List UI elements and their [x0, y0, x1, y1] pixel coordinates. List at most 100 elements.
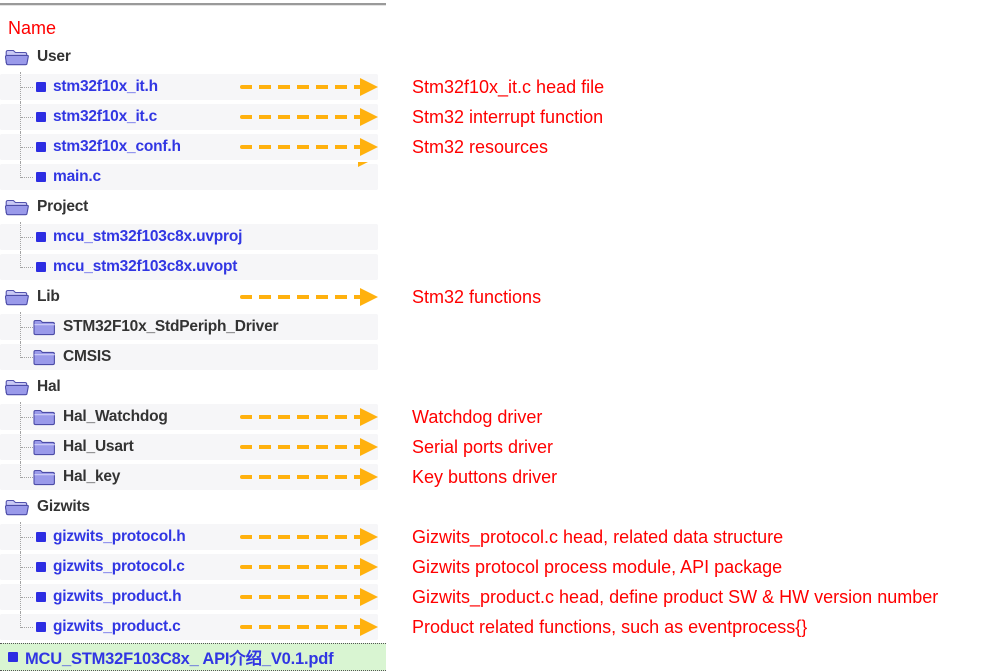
arrow-dashes — [240, 415, 362, 419]
item-label: stm32f10x_it.h — [53, 78, 158, 95]
annotation-text: Watchdog driver — [412, 406, 543, 427]
item-label: mcu_stm32f103c8x.uvproj — [53, 228, 243, 245]
dashed-arrow — [240, 462, 380, 492]
tree-item: main.c — [0, 162, 386, 192]
arrow-head — [360, 408, 378, 426]
item-label: gizwits_product.h — [53, 588, 182, 605]
tree-row-file[interactable]: gizwits_product.h — [0, 582, 386, 612]
tree-row-folder[interactable]: Hal — [0, 372, 386, 402]
folder-open-icon — [5, 289, 29, 305]
folder-open-icon — [5, 49, 29, 65]
annotation-text: Key buttons driver — [412, 466, 558, 487]
file-tree-panel: Name User stm32f10x_it.h stm32f10x_it.c … — [0, 3, 386, 671]
tree-row-folder[interactable]: Project — [0, 192, 386, 222]
file-icon — [36, 532, 46, 542]
item-label: Hal_key — [63, 468, 121, 485]
tree-row-file[interactable]: stm32f10x_conf.h — [0, 132, 386, 162]
dashed-arrow — [240, 612, 380, 642]
dashed-arrow — [240, 102, 380, 132]
tree-guide-stub — [21, 177, 33, 178]
tree-row-file[interactable]: mcu_stm32f103c8x.uvproj — [0, 222, 386, 252]
tree-guide-stub — [21, 597, 33, 598]
file-icon — [36, 262, 46, 272]
tree-row-file[interactable]: mcu_stm32f103c8x.uvopt — [0, 252, 386, 282]
tree-row-file[interactable]: gizwits_product.c — [0, 612, 386, 642]
arrow-head — [360, 108, 378, 126]
item-label: MCU_STM32F103C8x_ API介绍_V0.1.pdf — [25, 650, 334, 668]
tree-item: stm32f10x_it.h — [0, 72, 386, 102]
arrow-dashes — [240, 565, 362, 569]
item-label: Hal — [37, 378, 61, 395]
item-label: gizwits_product.c — [53, 618, 181, 635]
tree-item: Hal_Watchdog — [0, 402, 386, 432]
tree-guide-line — [20, 222, 21, 252]
tree-item: Hal_Usart — [0, 432, 386, 462]
tree-guide-stub — [21, 237, 33, 238]
folder-open-icon — [5, 199, 29, 215]
tree-guide-line — [20, 612, 21, 628]
tree-row-folder[interactable]: Lib — [0, 282, 386, 312]
tree-guide-stub — [21, 117, 33, 118]
arrow-head — [360, 288, 378, 306]
tree-item: stm32f10x_it.c — [0, 102, 386, 132]
tree-guide-stub — [21, 357, 33, 358]
tree-row-file[interactable]: stm32f10x_it.h — [0, 72, 386, 102]
row-stripe — [0, 224, 378, 250]
arrow-dashes — [240, 295, 362, 299]
dashed-arrow — [240, 552, 380, 582]
arrow-dashes — [240, 475, 362, 479]
item-label: User — [37, 48, 71, 65]
tree-row-pdf-highlighted[interactable]: MCU_STM32F103C8x_ API介绍_V0.1.pdf — [0, 642, 386, 671]
tree-row-file[interactable]: stm32f10x_it.c — [0, 102, 386, 132]
item-label: Hal_Usart — [63, 438, 134, 455]
tree-item: Gizwits — [0, 492, 386, 522]
tree-row-folder[interactable]: CMSIS — [0, 342, 386, 372]
tree-row-folder[interactable]: User — [0, 42, 386, 72]
tree-guide-stub — [21, 567, 33, 568]
item-label: gizwits_protocol.c — [53, 558, 185, 575]
arrow-head — [360, 138, 378, 156]
selection-highlight — [0, 643, 386, 671]
dashed-arrow — [240, 132, 380, 162]
tree-guide-stub — [21, 537, 33, 538]
clipped-arrow-head — [358, 162, 374, 167]
annotation-text: Stm32f10x_it.c head file — [412, 76, 605, 97]
tree-row-file[interactable]: main.c — [0, 162, 386, 192]
tree-guide-line — [20, 582, 21, 612]
file-icon — [36, 112, 46, 122]
tree-row-file[interactable]: gizwits_protocol.h — [0, 522, 386, 552]
dashed-arrow — [240, 282, 380, 312]
file-icon — [36, 592, 46, 602]
tree-row-file[interactable]: gizwits_protocol.c — [0, 552, 386, 582]
annotation-text: Gizwits_protocol.c head, related data st… — [412, 526, 784, 547]
annotation-text: Stm32 interrupt function — [412, 106, 604, 127]
tree-item: MCU_STM32F103C8x_ API介绍_V0.1.pdf — [0, 642, 386, 671]
item-label: gizwits_protocol.h — [53, 528, 186, 545]
row-stripe — [0, 254, 378, 280]
tree-item: Lib — [0, 282, 386, 312]
tree-row-folder[interactable]: Gizwits — [0, 492, 386, 522]
arrow-head — [360, 78, 378, 96]
tree-item: mcu_stm32f103c8x.uvproj — [0, 222, 386, 252]
tree-row-folder[interactable]: Hal_key — [0, 462, 386, 492]
tree-guide-line — [20, 342, 21, 358]
annotation-text: Gizwits_product.c head, define product S… — [412, 586, 939, 607]
dashed-arrow — [240, 582, 380, 612]
tree-row-folder[interactable]: Hal_Usart — [0, 432, 386, 462]
dashed-arrow — [240, 432, 380, 462]
tree-row-folder[interactable]: STM32F10x_StdPeriph_Driver — [0, 312, 386, 342]
arrow-dashes — [240, 145, 362, 149]
tree-rows: User stm32f10x_it.h stm32f10x_it.c stm32… — [0, 42, 386, 671]
folder-icon — [33, 319, 55, 335]
annotation-text: Stm32 functions — [412, 286, 542, 307]
arrow-dashes — [240, 625, 362, 629]
tree-guide-stub — [21, 327, 33, 328]
tree-row-folder[interactable]: Hal_Watchdog — [0, 402, 386, 432]
arrow-head — [360, 618, 378, 636]
tree-guide-line — [20, 402, 21, 432]
file-icon — [36, 172, 46, 182]
item-label: Lib — [37, 288, 60, 305]
tree-item: gizwits_protocol.c — [0, 552, 386, 582]
folder-icon — [33, 349, 55, 365]
tree-guide-stub — [21, 417, 33, 418]
